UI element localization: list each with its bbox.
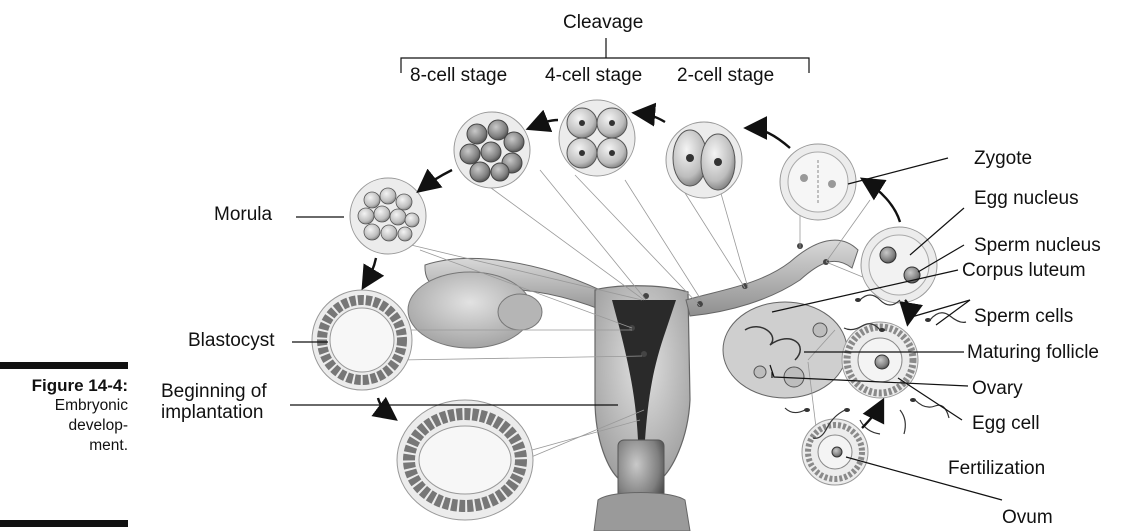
four-cell-stage-bubble: [559, 100, 635, 176]
blastocyst-bubble: [312, 290, 412, 390]
label-ovary: Ovary: [972, 378, 1023, 399]
eight-cell-stage-bubble: [454, 112, 530, 188]
label-cleavage: Cleavage: [563, 12, 643, 33]
left-ovary-follicle: [498, 294, 542, 330]
label-egg-cell: Egg cell: [972, 413, 1040, 434]
egg-nucleus-leader: [910, 208, 964, 255]
label-8-cell-stage: 8-cell stage: [410, 65, 507, 86]
label-fertilization: Fertilization: [948, 458, 1045, 479]
arrow-ovum-to-follicle: [862, 402, 882, 428]
label-sperm-cells: Sperm cells: [974, 306, 1073, 327]
label-implantation-line1: Beginning of: [161, 381, 267, 402]
implantation-bubble: [397, 400, 533, 520]
label-corpus-luteum: Corpus luteum: [962, 260, 1086, 281]
arrow-morula-to-blastocyst: [364, 258, 376, 286]
arrow-2cell-to-4cell: [636, 113, 665, 122]
ovary-follicle: [784, 367, 804, 387]
zygote-bubble: [780, 144, 856, 220]
sperm-cells-leader-1: [908, 300, 970, 318]
arrow-zygote-to-2cell: [748, 128, 790, 148]
ovary-follicle: [813, 323, 827, 337]
label-2-cell-stage: 2-cell stage: [677, 65, 774, 86]
label-sperm-nucleus: Sperm nucleus: [974, 235, 1101, 256]
label-zygote: Zygote: [974, 148, 1032, 169]
right-ovary: [723, 302, 847, 398]
ovum-bubble: [802, 419, 868, 485]
arrow-4cell-to-8cell: [530, 120, 558, 128]
label-4-cell-stage: 4-cell stage: [545, 65, 642, 86]
label-morula: Morula: [214, 204, 272, 225]
fertilized-egg-bubble: [861, 227, 937, 303]
maturing-follicle-bubble: [842, 322, 918, 398]
arrow-8cell-to-morula: [420, 170, 452, 190]
label-maturing-follicle: Maturing follicle: [967, 342, 1099, 363]
label-egg-nucleus: Egg nucleus: [974, 188, 1079, 209]
label-blastocyst: Blastocyst: [188, 330, 275, 351]
two-cell-stage-bubble: [666, 122, 742, 198]
ovary-follicle: [754, 366, 766, 378]
morula-bubble: [350, 178, 426, 254]
arrow-blastocyst-to-implantation: [378, 398, 394, 418]
arrow-follicle-to-fertilized: [905, 300, 909, 322]
zygote-leader: [848, 158, 948, 184]
label-ovum: Ovum: [1002, 507, 1053, 528]
label-implantation-line2: implantation: [161, 402, 263, 423]
vagina: [594, 493, 690, 531]
